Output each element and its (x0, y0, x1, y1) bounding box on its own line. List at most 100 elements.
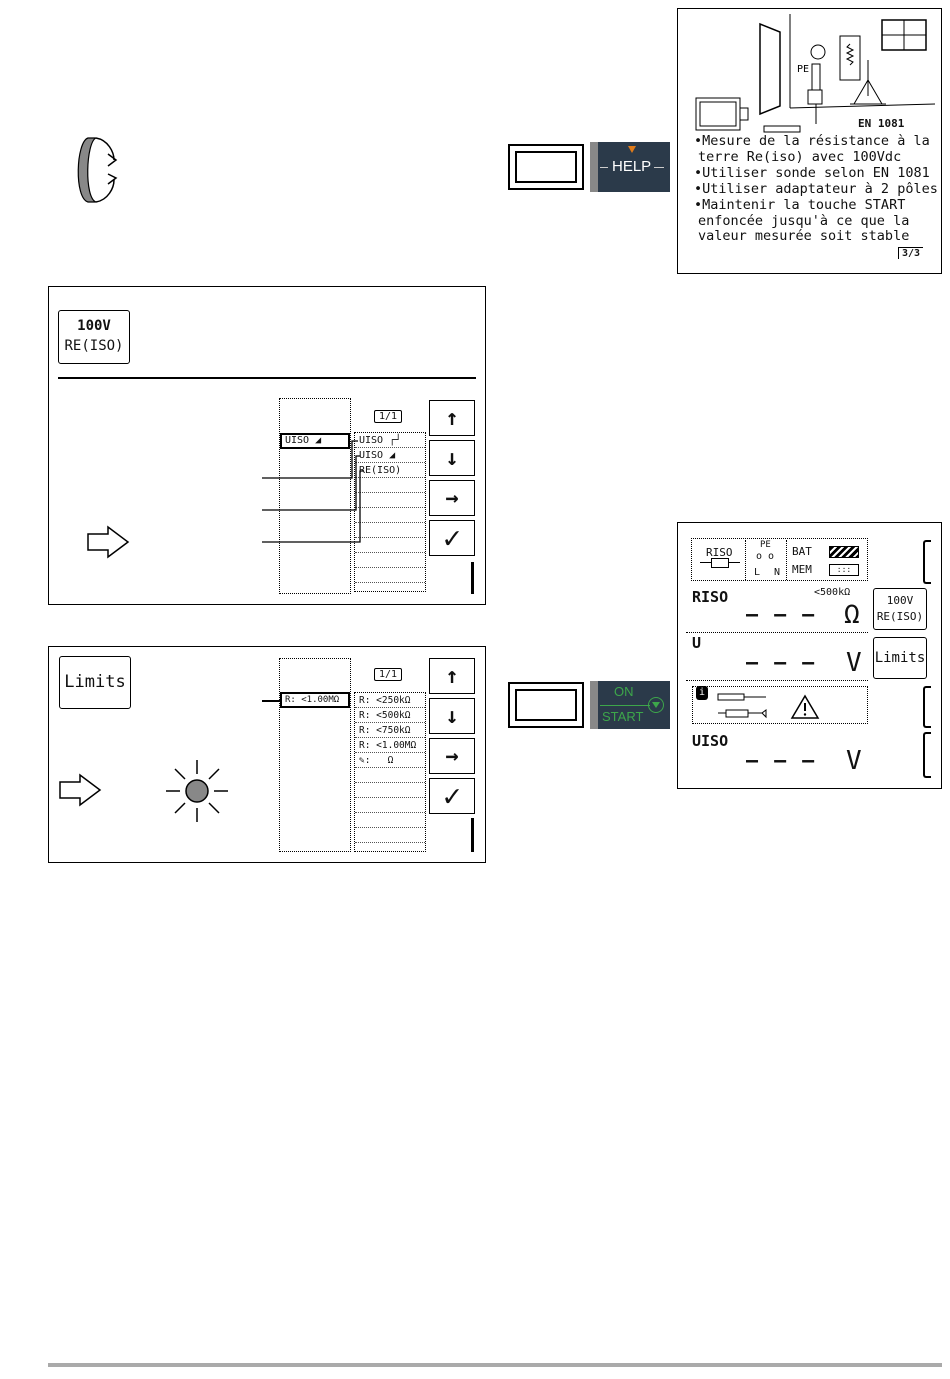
limit-option-3[interactable]: R: <750kΩ (355, 723, 425, 738)
resistor-icon (700, 558, 740, 568)
status-bar (691, 538, 868, 581)
arrow-right-icon: → (445, 485, 459, 511)
menu-left-column (279, 398, 351, 594)
scroll-up-button[interactable]: ↑ (429, 658, 475, 694)
start-arrow-icon (648, 697, 664, 713)
help-screen (677, 8, 942, 274)
help-standard-label: EN 1081 (858, 117, 905, 130)
limits-button[interactable]: Limits (873, 637, 927, 679)
mode-badge-line2: RE(ISO) (64, 338, 124, 354)
u-unit: V (846, 648, 862, 678)
scroll-down-button[interactable]: ↓ (429, 440, 475, 476)
start-label: START (602, 709, 644, 724)
mem-label: MEM (792, 563, 812, 576)
arrow-down-icon: ↓ (445, 445, 459, 471)
on-start-key[interactable]: ON START (590, 681, 670, 729)
selected-mode[interactable]: UISO ◢ (280, 433, 350, 449)
enter-submenu-button[interactable]: → (429, 480, 475, 516)
mode-badge-line1: 100V (77, 318, 111, 334)
menu-empty-row (355, 783, 425, 798)
divider (686, 632, 868, 633)
soft-key-help[interactable] (508, 144, 584, 190)
mode-button[interactable]: 100V RE(ISO) (873, 588, 927, 630)
help-line-1: •Mesure de la résistance à la (694, 133, 930, 149)
warning-icon (790, 694, 820, 719)
limit-option-1[interactable]: R: <250kΩ (355, 693, 425, 708)
arrow-up-icon: ↑ (445, 405, 459, 431)
mode-badge[interactable]: 100V RE(ISO) (58, 310, 130, 364)
separator (786, 540, 788, 580)
limits-badge[interactable]: Limits (59, 656, 131, 709)
riso-name: RISO (692, 588, 729, 606)
softkey-bracket (923, 732, 931, 778)
selected-limit[interactable]: R: <1.00MΩ (280, 692, 350, 708)
arrow-down-icon: ↓ (445, 703, 459, 729)
limit-option-2[interactable]: R: <500kΩ (355, 708, 425, 723)
separator (745, 540, 747, 580)
mode-button-line1: 100V (886, 594, 914, 607)
menu-empty-row (355, 478, 425, 493)
arrow-right-icon: → (445, 743, 459, 769)
scroll-down-button[interactable]: ↓ (429, 698, 475, 734)
menu-empty-row (355, 568, 425, 583)
help-line-4: •Utiliser adaptateur à 2 pôles (694, 181, 938, 197)
menu-option-3[interactable]: RE(ISO) (355, 463, 425, 478)
warning-bar (692, 686, 868, 724)
menu-empty-row (355, 493, 425, 508)
help-key[interactable]: HELP (590, 142, 670, 192)
softkey-bracket (923, 540, 931, 584)
installation-illustration: PE (695, 14, 935, 133)
select-arrow-icon (59, 773, 102, 807)
checkmark-icon: ✓ (442, 778, 462, 814)
menu-page-indicator: 1/1 (374, 410, 403, 423)
probe-adapter-icon (717, 693, 767, 719)
limit-option-4[interactable]: R: <1.00MΩ (355, 738, 425, 753)
help-key-label: HELP (612, 158, 652, 175)
help-line-5: •Maintenir la touche START (694, 197, 906, 213)
divider (686, 680, 868, 681)
u-value: – – – (746, 650, 817, 674)
scroll-up-button[interactable]: ↑ (429, 400, 475, 436)
pe-label: PE (760, 540, 771, 550)
menu-empty-row (355, 828, 425, 843)
on-label: ON (614, 684, 634, 699)
menu-empty-row (355, 523, 425, 538)
confirm-button[interactable]: ✓ (429, 778, 475, 814)
riso-limit: <500kΩ (814, 587, 851, 598)
uiso-value: – – – (746, 748, 817, 772)
scrollbar[interactable] (471, 562, 474, 594)
memory-icon: ::: (829, 564, 859, 576)
help-line-6: enfoncée jusqu'à ce que la (698, 213, 910, 229)
menu-empty-row (355, 768, 425, 783)
callout-lines (262, 440, 364, 543)
limits-right-column: R: <250kΩ R: <500kΩ R: <750kΩ R: <1.00MΩ… (354, 692, 426, 852)
confirm-button[interactable]: ✓ (429, 520, 475, 556)
svg-text:PE: PE (797, 64, 809, 75)
scrollbar[interactable] (471, 818, 474, 852)
mode-select-panel (48, 286, 486, 605)
enter-submenu-button[interactable]: → (429, 738, 475, 774)
menu-empty-row (355, 798, 425, 813)
riso-value: – – – (746, 602, 817, 626)
arrow-up-icon: ↑ (445, 663, 459, 689)
u-name: U (692, 634, 702, 652)
bat-label: BAT (792, 545, 812, 558)
callout-line (262, 700, 280, 702)
mode-button-line2: RE(ISO) (876, 610, 924, 623)
menu-empty-row (355, 538, 425, 553)
soft-key-start[interactable] (508, 682, 584, 728)
menu-option-1[interactable]: UISO ┌┘ (355, 433, 425, 448)
footer-rule (48, 1363, 942, 1367)
limit-option-edit[interactable]: ✎: Ω (355, 753, 425, 768)
limits-page-indicator: 1/1 (374, 668, 403, 681)
checkmark-icon: ✓ (442, 520, 462, 556)
connection-icon: o o (756, 551, 775, 562)
uiso-unit: V (846, 746, 862, 776)
menu-right-column: UISO ┌┘ UISO ◢ RE(ISO) (354, 432, 426, 592)
battery-icon (829, 546, 859, 558)
info-icon: i (696, 686, 708, 700)
riso-symbol-label: RISO (706, 546, 733, 559)
help-page-indicator: 3/3 (898, 247, 924, 259)
menu-option-2[interactable]: UISO ◢ (355, 448, 425, 463)
indicator-light-icon (166, 760, 228, 822)
